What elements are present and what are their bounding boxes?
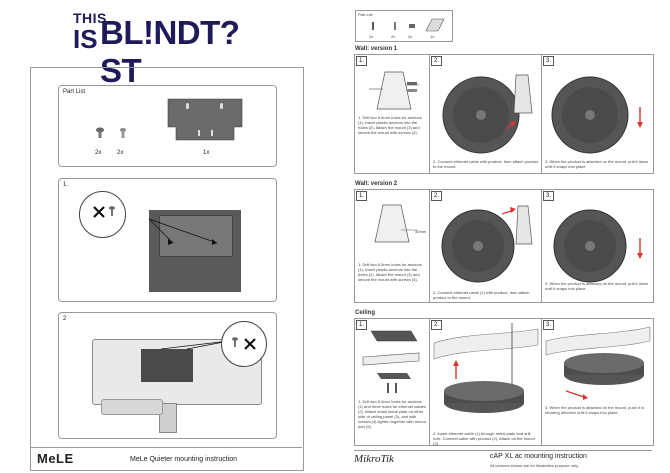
- wall-mount-drawing: [369, 71, 419, 110]
- step2-label: 2: [63, 316, 67, 322]
- top-qty-4: 1x: [430, 34, 435, 39]
- part-list-title: Part List: [63, 89, 86, 95]
- wall-v1-step1: 1. 1. Drill two 6.5mm holes for anchors …: [354, 54, 430, 174]
- anchor-icon: [394, 22, 396, 30]
- logo-main: BL!NDT?ST: [100, 14, 240, 89]
- ceiling-title: Ceiling: [355, 310, 376, 316]
- part-qty-bracket: 1x: [203, 150, 210, 156]
- mounting-bracket-icon: [167, 98, 243, 141]
- wall-v1-step3-caption: 3. When the product is attached on the m…: [545, 159, 649, 169]
- screw-icon: [96, 127, 104, 138]
- step-number: 2.: [431, 191, 442, 201]
- access-point-drawing: [441, 205, 533, 283]
- bracket-on-wall: [159, 215, 233, 257]
- wall-v1-step2-caption: 2. Connect ethernet cable with product, …: [433, 159, 538, 169]
- top-qty-1: 2x: [369, 34, 374, 39]
- left-footer-title: MeLe Quieter mounting instruction: [130, 456, 237, 463]
- access-point-drawing: [442, 74, 533, 154]
- wall-v2-step3-caption: 3. When the product is attached on the m…: [545, 281, 649, 291]
- logo-is: IS: [73, 24, 98, 54]
- step-number: 2.: [431, 320, 442, 330]
- screw-icon: [109, 206, 115, 216]
- step-number: 3.: [543, 56, 554, 66]
- no-drill-icon: [93, 206, 105, 218]
- anchor-icon: [120, 128, 126, 138]
- step1-panel: 1.: [58, 178, 277, 302]
- top-part-list: Part List 2x 2x 2x 1x: [355, 10, 453, 42]
- ceiling-step3: 3. 3. When the product is attached on th…: [541, 318, 654, 446]
- step1-label: 1.: [63, 182, 69, 188]
- wall-v2-title: Wall: version 2: [355, 181, 398, 187]
- ceiling-step1-caption: 1. Drill two 6.5mm holes for anchors (1)…: [358, 399, 426, 429]
- top-part-list-title: Part List: [358, 12, 373, 17]
- left-footer-brand: MeLE: [37, 451, 74, 466]
- logo-this: THIS: [73, 10, 107, 26]
- access-point-drawing: [553, 209, 643, 283]
- part-qty-anchor: 2x: [117, 150, 124, 156]
- ceiling-access-point-drawing: [433, 323, 539, 413]
- wall-v2-step2-caption: 2. Connect ethernet cable (1) with produ…: [433, 290, 530, 300]
- wall-v2-step1-caption: 1. Drill two 6.5mm holes for anchors (1)…: [358, 262, 422, 282]
- wall-v1-step1-caption: 1. Drill two 6.5mm holes for anchors (1)…: [358, 115, 422, 135]
- right-footer-title: cAP XL ac mounting instruction: [490, 453, 587, 460]
- ceiling-step1: 1. 1. Drill two 6.5mm holes for anchors …: [354, 318, 430, 446]
- no-icon: [244, 338, 256, 350]
- screw-icon: [372, 22, 374, 30]
- left-footer-divider: [30, 447, 302, 448]
- access-point-drawing: [551, 76, 643, 154]
- left-instruction-sheet: THIS IS BL!NDT?ST Part List 2x 2x 1x 1.: [0, 0, 327, 471]
- mini-pc-on-monitor: [141, 349, 193, 382]
- mount-icon: [425, 18, 445, 32]
- step-number: 2.: [431, 56, 442, 66]
- screw-arrows: [148, 218, 218, 245]
- step-number: 1.: [356, 320, 367, 330]
- left-content-border: [30, 67, 304, 471]
- ceiling-step3-caption: 3. When the product is attached on the m…: [545, 405, 645, 415]
- callout-circle: [221, 321, 267, 367]
- part-list-panel: Part List 2x 2x 1x: [58, 85, 277, 167]
- callout-circle: [79, 191, 126, 238]
- right-footer-divider: [354, 450, 652, 451]
- right-footer-note: All pictures shown are for illustration …: [490, 463, 579, 468]
- wall-v1-step2: 2. 2. Connect ethernet cable with produc…: [429, 54, 542, 174]
- part-qty-screw: 2x: [95, 150, 102, 156]
- wall-mount-drawing: [374, 204, 417, 243]
- step2-panel: 2: [58, 312, 277, 439]
- wall-v2-step1: 1. 40mm 1. Drill two 6.5mm holes for anc…: [354, 189, 430, 303]
- right-instruction-sheet: Part List 2x 2x 2x 1x Wall: version 1 1.…: [340, 1, 668, 471]
- step-number: 1.: [356, 191, 367, 201]
- ceiling-step2: 2. 2. Insert ethernet cable (1) through …: [429, 318, 542, 446]
- plate-icon: [409, 24, 415, 28]
- wall-v2-step2: 2. 2. Connect ethernet cable (1) with pr…: [429, 189, 542, 303]
- step-number: 1.: [356, 56, 367, 66]
- wall-v2-step3: 3. 3. When the product is attached on th…: [541, 189, 654, 303]
- top-qty-2: 2x: [391, 34, 396, 39]
- wall-v2-40mm-label: 40mm: [415, 229, 427, 234]
- wall-v1-title: Wall: version 1: [355, 46, 398, 52]
- top-qty-3: 2x: [408, 34, 413, 39]
- right-footer-brand: MikroTik: [354, 453, 394, 465]
- ceiling-mount-drawing: [362, 330, 420, 393]
- wall-v1-step3: 3. 3. When the product is attached on th…: [541, 54, 654, 174]
- screw-icon: [232, 337, 238, 347]
- step-number: 3.: [543, 191, 554, 201]
- monitor-base: [101, 399, 163, 415]
- step-number: 3.: [543, 320, 554, 330]
- ceiling-step2-caption: 2. Insert ethernet cable (1) through met…: [433, 431, 535, 446]
- monitor-stand: [159, 403, 177, 433]
- logo: THIS IS BL!NDT?ST: [72, 9, 272, 89]
- ceiling-access-point-drawing: [545, 326, 651, 400]
